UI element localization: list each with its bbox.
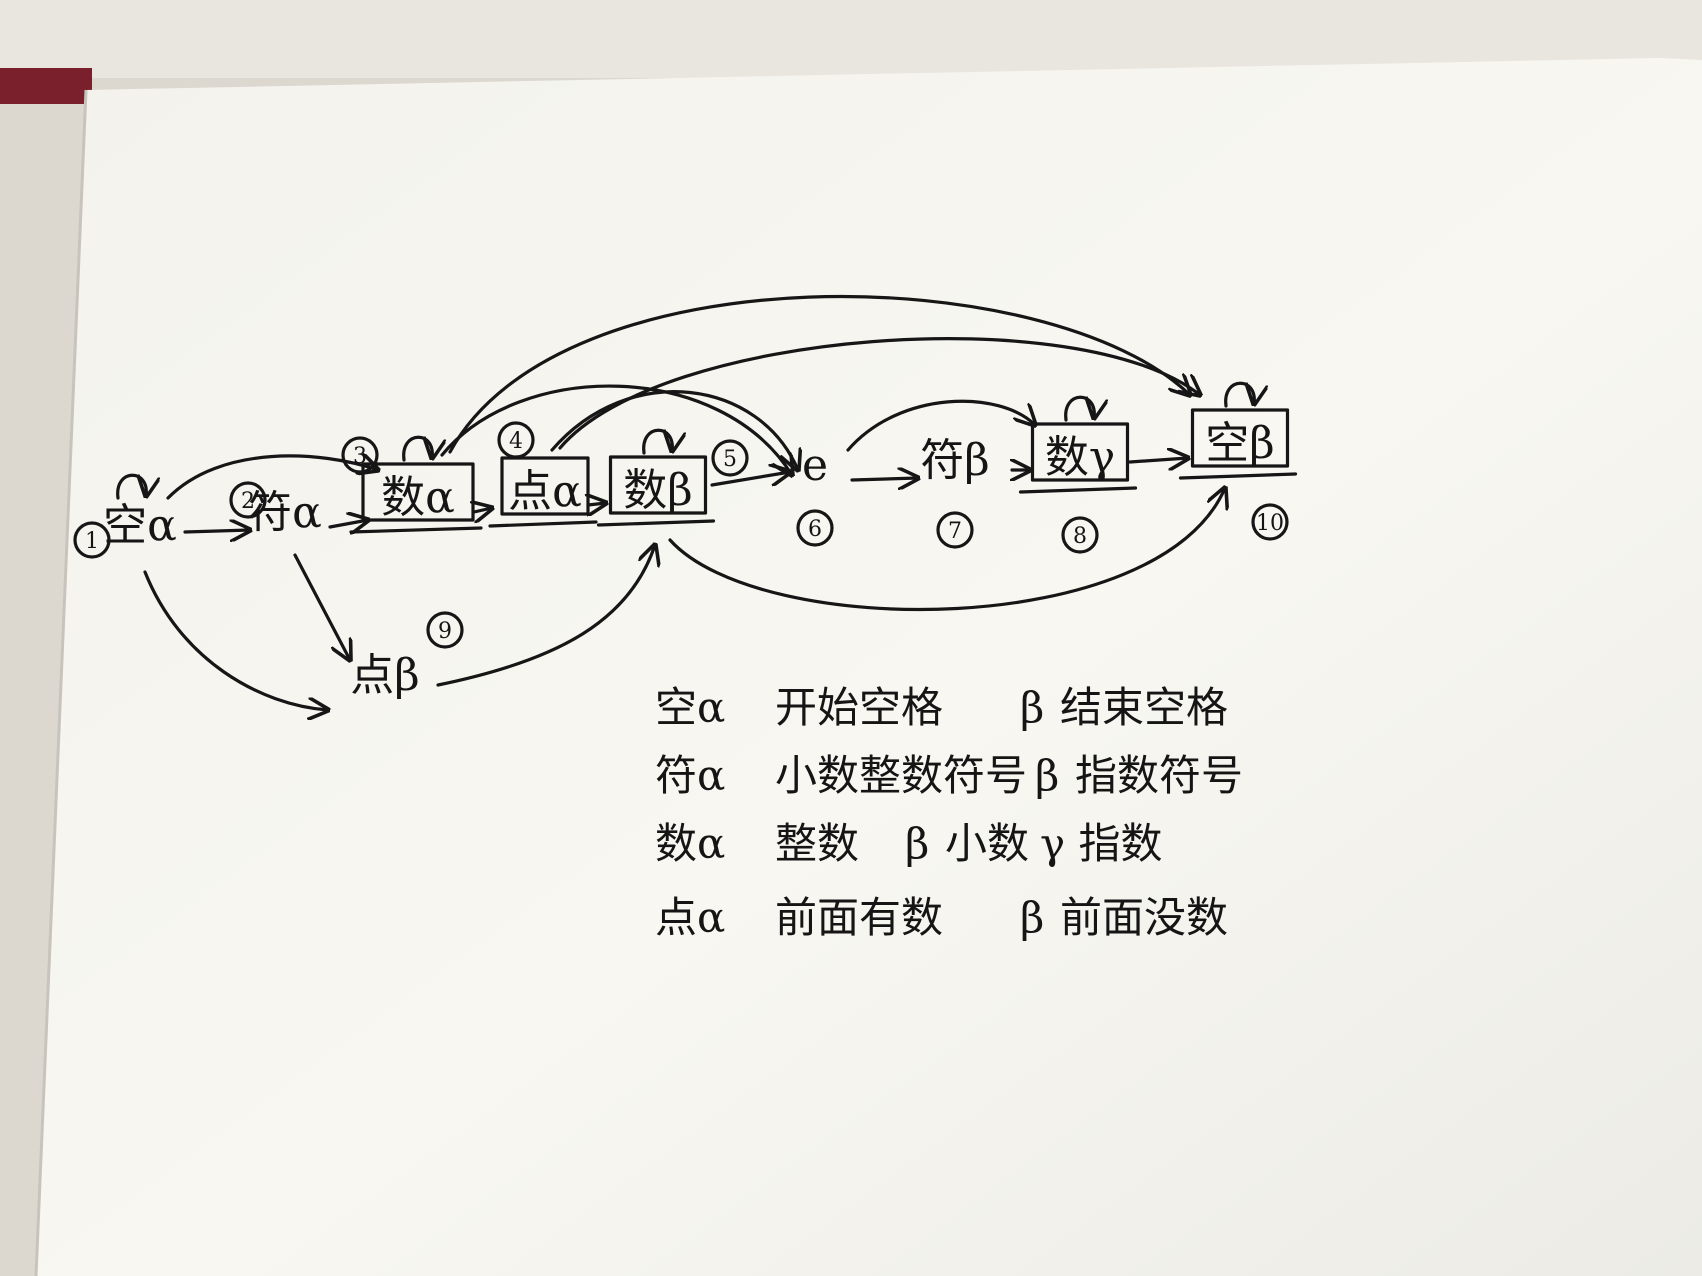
notebook-spine	[0, 68, 92, 104]
edge-6-8	[846, 399, 1035, 452]
state-number: 3	[353, 444, 367, 469]
state-number: 8	[1073, 524, 1087, 549]
state-box	[608, 455, 708, 515]
state-8: 数γ 8	[1018, 395, 1138, 554]
legend-beta: 指数符号	[1075, 751, 1243, 800]
state-number-circle	[229, 481, 267, 519]
state-number-circle	[1061, 516, 1099, 554]
state-6: e6	[796, 440, 834, 547]
state-label: 数β	[623, 465, 692, 516]
edge-1-3	[166, 456, 378, 500]
edge-5-10	[668, 488, 1225, 612]
state-number: 5	[723, 447, 737, 472]
state-label: e	[802, 440, 828, 491]
state-underline	[1018, 486, 1138, 494]
state-9: 点β 9	[350, 611, 464, 701]
state-box	[1190, 408, 1290, 468]
state-underline	[349, 526, 483, 534]
state-label: 符β	[920, 435, 989, 486]
edge-4-5	[588, 503, 606, 505]
legend-gamma: γ 指数	[1040, 819, 1162, 868]
state-underline	[488, 520, 598, 528]
state-number-circle	[936, 511, 974, 549]
notebook-page	[36, 58, 1702, 1276]
state-box	[361, 462, 475, 522]
state-number-circle	[796, 509, 834, 547]
edge-9-5	[436, 545, 655, 687]
legend-state: 符α	[655, 751, 725, 800]
legend-alpha: 前面有数	[775, 893, 943, 942]
legend-beta-prefix: β	[1035, 751, 1059, 800]
state-underline	[1178, 472, 1298, 480]
edge-3-6	[440, 384, 792, 475]
state-number: 4	[509, 429, 523, 454]
state-label: 空α	[103, 500, 177, 551]
state-number: 7	[948, 519, 962, 544]
legend-row: 点α 前面有数 β 前面没数	[655, 893, 1228, 942]
state-3: 数α 3	[341, 435, 483, 534]
state-number-circle	[497, 421, 535, 459]
state-box	[1030, 422, 1130, 482]
state-number-circle	[341, 436, 379, 474]
legend-state: 点α	[655, 893, 725, 942]
state-number-circle	[1251, 503, 1289, 541]
state-10: 空β 10	[1178, 381, 1298, 541]
state-1: 空α1	[73, 473, 177, 559]
legend-state: 空α	[655, 683, 725, 732]
state-number: 1	[85, 529, 99, 554]
state-number-circle	[426, 611, 464, 649]
state-number: 9	[438, 619, 452, 644]
edge-3-10	[448, 294, 1190, 454]
state-number: 10	[1256, 511, 1284, 536]
legend-row: 空α 开始空格 β 结束空格	[655, 683, 1228, 732]
legend-beta: 结束空格	[1060, 683, 1228, 732]
state-label: 数γ	[1045, 432, 1115, 483]
state-box	[500, 456, 590, 516]
state-label: 点β	[350, 650, 419, 701]
legend-alpha: 开始空格	[775, 683, 943, 732]
state-number: 6	[808, 517, 822, 542]
self-loop	[642, 428, 673, 453]
legend-beta: 小数	[945, 819, 1029, 868]
state-number-circle	[711, 439, 749, 477]
state-label: 数α	[381, 472, 455, 523]
state-4: 点α 4	[488, 421, 598, 528]
legend-beta-prefix: β	[1020, 683, 1044, 732]
edge-8-10	[1128, 458, 1188, 462]
edge-6-7	[850, 478, 918, 480]
legend-beta-prefix: β	[1020, 893, 1044, 942]
state-number: 2	[241, 489, 255, 514]
transition-edges	[143, 294, 1225, 710]
self-loop	[116, 473, 147, 498]
state-label: 空β	[1205, 418, 1274, 469]
legend-alpha: 小数整数符号	[775, 751, 1027, 800]
edge-1-2	[183, 530, 250, 532]
state-2: 符α2	[229, 481, 322, 538]
legend-beta-prefix: β	[905, 819, 929, 868]
edge-1-9	[143, 570, 328, 710]
state-7: 符β 7	[920, 435, 990, 549]
state-number-circle	[73, 521, 111, 559]
self-loop	[1064, 395, 1095, 420]
edge-2-9	[293, 553, 350, 660]
self-loop	[1224, 381, 1255, 406]
edge-2-3	[328, 520, 368, 527]
edge-3-4	[474, 508, 492, 512]
edge-4-6	[550, 390, 798, 470]
state-5: 数β 5	[596, 428, 749, 527]
state-label: 点α	[508, 466, 582, 517]
edge-4-10	[558, 337, 1200, 450]
edge-5-6	[710, 472, 790, 487]
legend-beta: 前面没数	[1060, 893, 1228, 942]
state-underline	[596, 519, 716, 527]
legend-state: 数α	[655, 819, 725, 868]
page-edge	[34, 89, 88, 1276]
self-loop	[402, 435, 433, 460]
legend-alpha: 整数	[775, 819, 859, 868]
